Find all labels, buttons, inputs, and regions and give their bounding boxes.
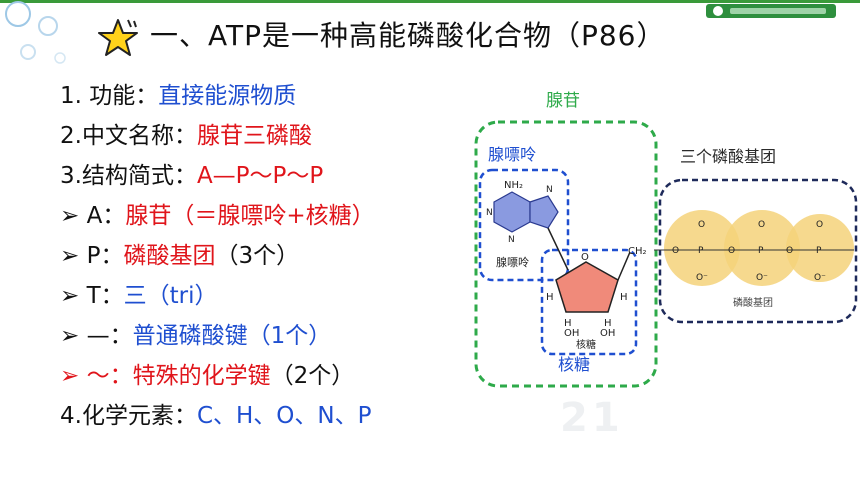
oh-label-1: OH (564, 328, 579, 339)
line-function: 1. 功能：直接能源物质 (60, 83, 297, 109)
adenosine-box (474, 120, 658, 388)
ribose-o-label: O (581, 252, 589, 263)
phosphate-circle-3 (786, 214, 854, 282)
label-adenosine: 腺苷 (546, 91, 580, 111)
o-bridge-2: O (728, 246, 735, 256)
o-minus-3: O⁻ (814, 273, 826, 283)
ribose-box (540, 248, 638, 356)
o-top-1: O (698, 220, 705, 230)
phosphate-circle-1 (664, 210, 740, 286)
label-phosphate-group: 三个磷酸基团 (680, 147, 776, 166)
o-minus-2: O⁻ (756, 273, 768, 283)
o-top-3: O (816, 220, 823, 230)
line-tilde: ➢ ～：特殊的化学键（2个） (60, 363, 355, 389)
h-label-4: H (604, 318, 612, 329)
h-label-2: H (620, 292, 628, 303)
adenine-box (478, 168, 570, 282)
adenine-ring-5 (529, 195, 559, 229)
o-top-2: O (758, 220, 765, 230)
watermark: 21 (560, 395, 624, 441)
line-elements: 4.化学元素：C、H、O、N、P (60, 403, 372, 429)
adenine-inner-label: 腺嘌呤 (496, 255, 529, 269)
n-label-3: N (546, 185, 553, 195)
nh2-label: NH₂ (504, 180, 523, 191)
phosphate-circle-2 (724, 210, 800, 286)
line-p: ➢ P：磷酸基团（3个） (60, 243, 300, 269)
line-a: ➢ A：腺苷（＝腺嘌呤+核糖） (60, 203, 375, 229)
o-bridge-3: O (786, 246, 793, 256)
label-ribose: 核糖 (558, 355, 590, 374)
n-label-2: N (508, 235, 515, 245)
adenine-ring-6 (493, 191, 531, 233)
atp-structure-diagram: 腺苷 腺嘌呤 三个磷酸基团 核糖 NH₂ N N N 腺嘌呤 O H H H H… (474, 91, 858, 388)
label-adenine: 腺嘌呤 (488, 145, 536, 164)
n-label-1: N (486, 208, 493, 218)
p-label-3: P (816, 246, 822, 256)
ch2-label: CH₂ (628, 246, 647, 257)
brand-logo-icon (706, 4, 836, 18)
h-label-1: H (546, 292, 554, 303)
phosphate-box (658, 178, 858, 324)
p-label-1: P (698, 246, 704, 256)
o-minus-1: O⁻ (696, 273, 708, 283)
line-dash: ➢ —：普通磷酸键（1个） (60, 323, 332, 349)
phosphate-inner-label: 磷酸基团 (733, 296, 773, 309)
decorative-rings (5, 1, 66, 64)
ribose-inner-label: 核糖 (576, 338, 596, 351)
oh-label-2: OH (600, 328, 615, 339)
h-label-3: H (564, 318, 572, 329)
p-label-2: P (758, 246, 764, 256)
line-structure: 3.结构简式：A—P～P～P (60, 163, 324, 189)
top-accent-bar (0, 0, 860, 3)
ribose-ring (555, 261, 619, 313)
page-title: 一、ATP是一种高能磷酸化合物（P86） (150, 19, 666, 52)
line-t: ➢ T：三（tri） (60, 283, 218, 309)
o-bridge-1: O (672, 246, 679, 256)
line-chinese-name: 2.中文名称：腺苷三磷酸 (60, 123, 312, 149)
star-icon (98, 19, 138, 56)
